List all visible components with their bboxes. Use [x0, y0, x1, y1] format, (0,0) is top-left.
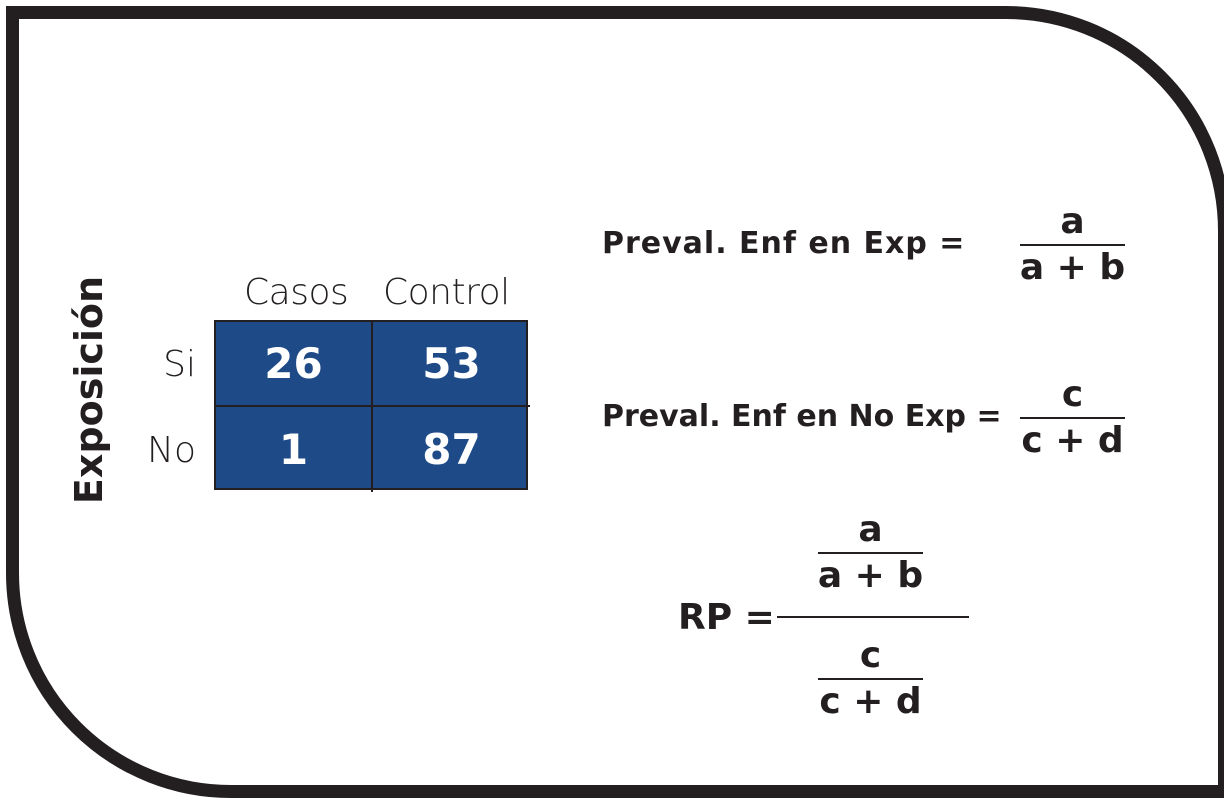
fraction-bar	[1020, 244, 1125, 246]
rp-bottom-denominator: c + d	[819, 681, 922, 722]
formula-unexposed-fraction: c c + d	[1020, 373, 1125, 463]
cell-d: 87	[422, 425, 481, 474]
formula-rp-label: RP =	[678, 597, 775, 638]
formula-unexposed-label: Preval. Enf en No Exp =	[602, 399, 1002, 434]
fraction-bar	[1020, 417, 1125, 419]
fraction-bar	[818, 552, 923, 554]
column-header-cases: Casos	[244, 272, 349, 313]
rp-bottom-fraction: c c + d	[818, 634, 923, 724]
formula-exposed-fraction: a a + b	[1020, 200, 1125, 290]
rp-top-numerator: a	[858, 509, 883, 550]
formula-unexposed-denominator: c + d	[1021, 420, 1124, 461]
exposure-axis-label: Exposición	[67, 275, 111, 505]
fraction-bar	[818, 678, 923, 680]
column-header-control: Control	[383, 272, 510, 313]
cell-b: 53	[373, 322, 530, 407]
formula-exposed-numerator: a	[1060, 201, 1085, 242]
row-header-no: No	[147, 430, 196, 471]
cell-a: 26	[216, 322, 373, 407]
rp-main-fraction-bar	[777, 616, 969, 618]
rp-top-denominator: a + b	[817, 555, 924, 596]
formula-exposed-label: Preval. Enf en Exp =	[602, 226, 966, 261]
formula-unexposed-numerator: c	[1061, 374, 1084, 415]
cell-c: 1	[216, 407, 373, 492]
row-header-yes: Si	[163, 344, 196, 385]
rp-top-fraction: a a + b	[818, 508, 923, 598]
contingency-table: 26 53 1 87	[214, 320, 530, 492]
rp-bottom-numerator: c	[859, 635, 882, 676]
formula-exposed-denominator: a + b	[1019, 247, 1126, 288]
